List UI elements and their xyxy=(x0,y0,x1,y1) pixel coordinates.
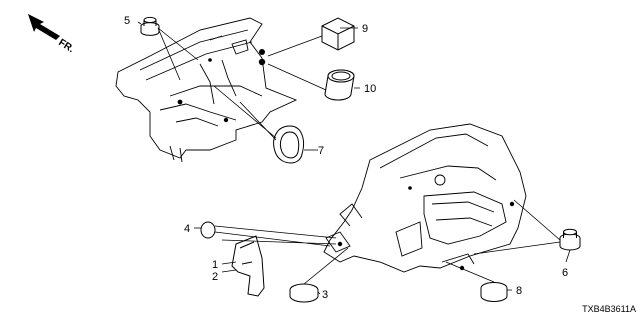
diagram-code: TXB4B3611A xyxy=(582,304,636,314)
callout-2[interactable]: 2 xyxy=(212,271,218,283)
front-arrow-icon xyxy=(28,14,60,40)
callout-5[interactable]: 5 xyxy=(124,15,130,27)
part-1-2-grommet[interactable] xyxy=(231,235,265,297)
part-4-plug[interactable] xyxy=(200,221,216,239)
front-floor-body-section xyxy=(115,17,298,163)
callout-9[interactable]: 9 xyxy=(362,23,368,35)
leader-lines xyxy=(137,21,571,295)
callout-8[interactable]: 8 xyxy=(516,285,522,297)
part-5-plug[interactable] xyxy=(140,16,160,36)
part-8-plug[interactable] xyxy=(480,282,508,302)
part-10-grommet[interactable] xyxy=(324,69,355,101)
callout-10[interactable]: 10 xyxy=(364,83,376,95)
rear-body-section xyxy=(323,123,527,273)
callout-7[interactable]: 7 xyxy=(318,145,324,157)
callout-1[interactable]: 1 xyxy=(212,259,218,271)
front-label: FR. xyxy=(56,37,76,55)
front-direction-indicator: FR. xyxy=(28,14,76,55)
part-9-pad[interactable] xyxy=(321,17,355,51)
callout-4[interactable]: 4 xyxy=(184,223,190,235)
callout-3[interactable]: 3 xyxy=(322,289,328,301)
callout-6[interactable]: 6 xyxy=(562,267,568,279)
part-7-grommet[interactable] xyxy=(273,125,304,164)
part-3-plug[interactable] xyxy=(289,283,319,303)
part-6-plug[interactable] xyxy=(559,228,581,251)
